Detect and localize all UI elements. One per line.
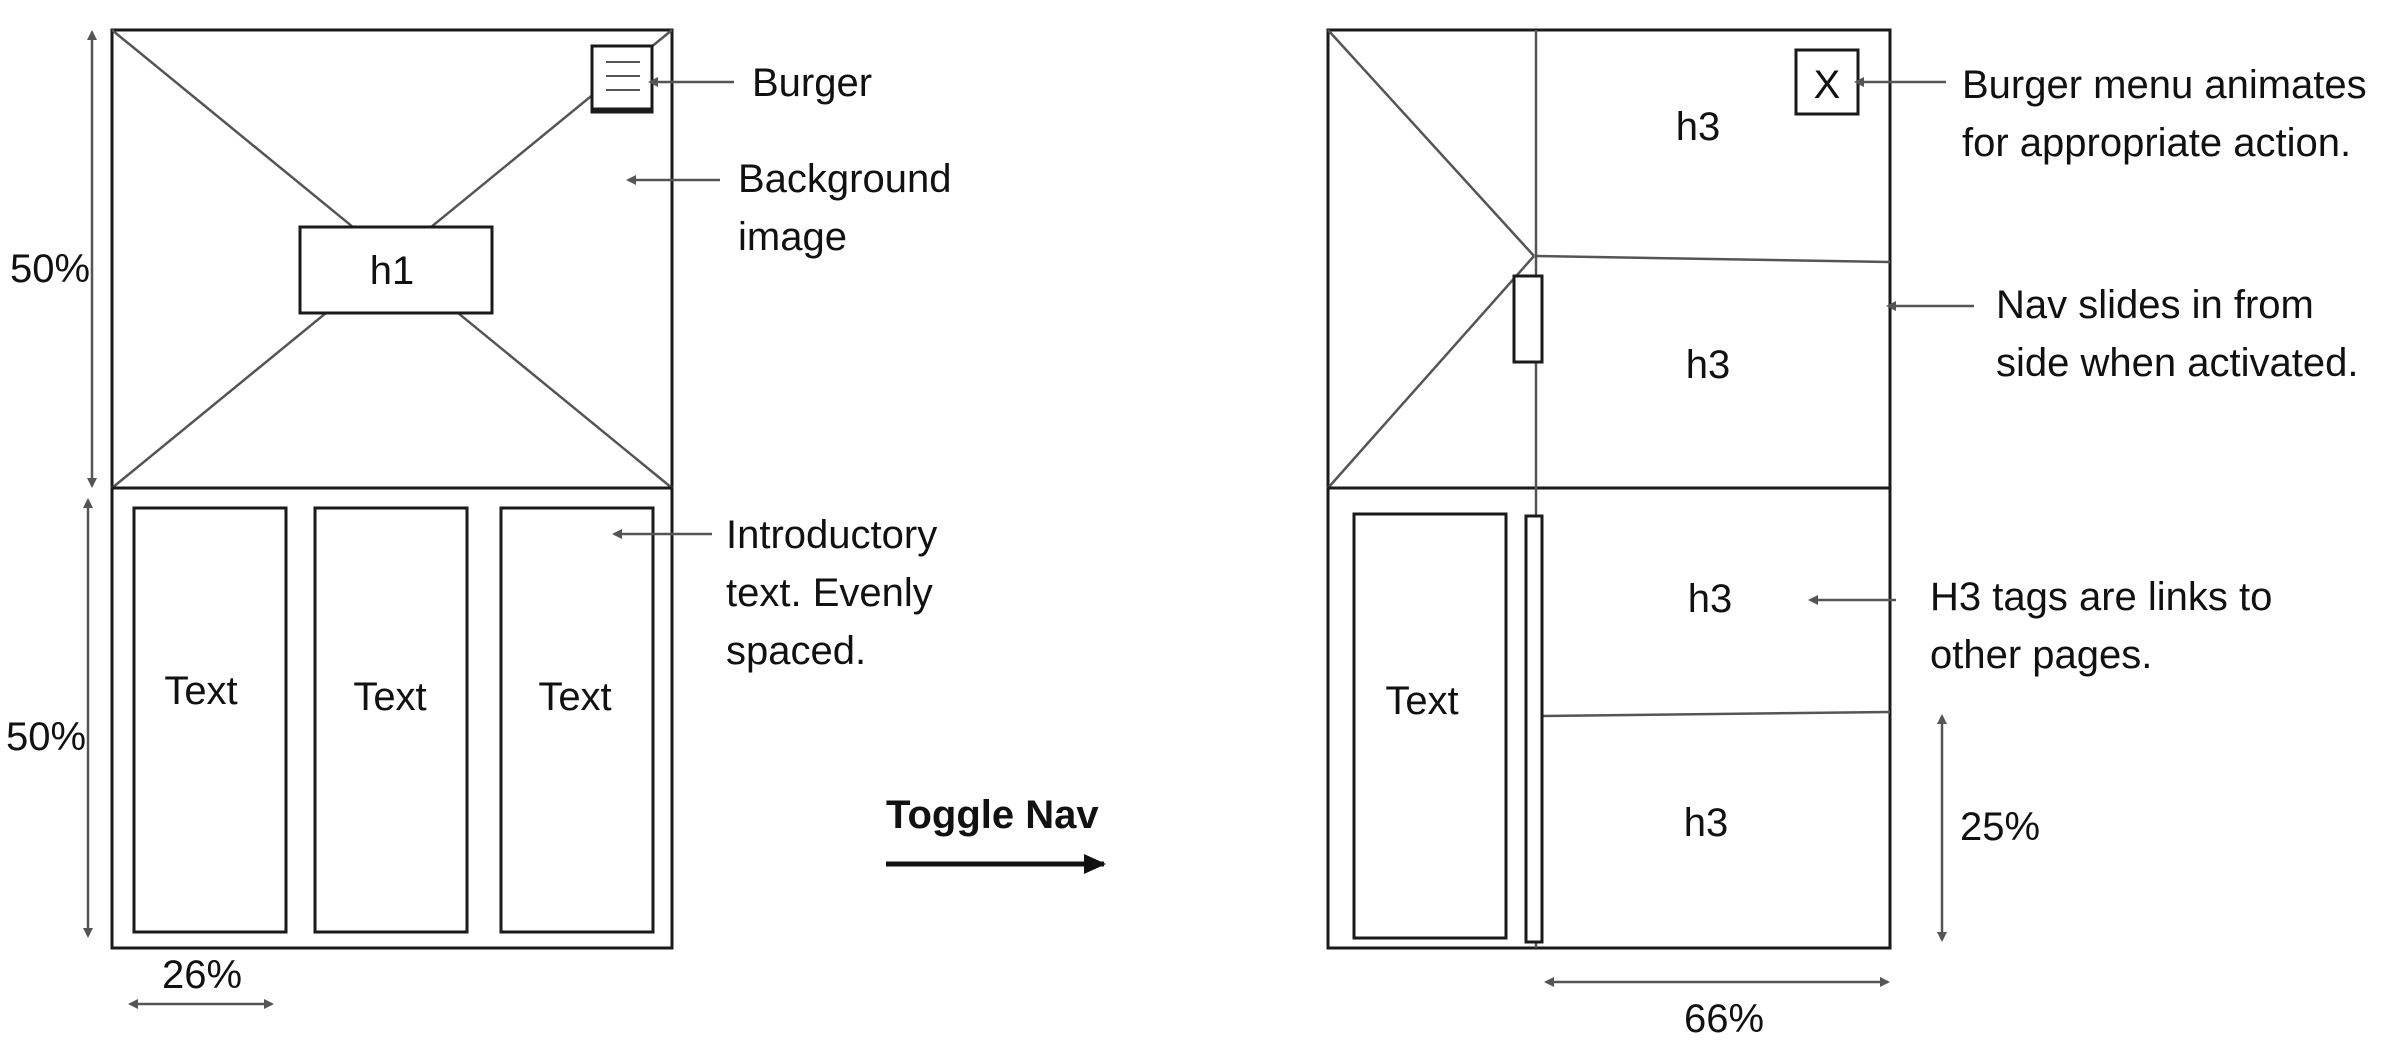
nav-link-h3[interactable]: h3 xyxy=(1686,343,1731,387)
text-column xyxy=(132,506,288,934)
dimension-markers: 50% 50% 26% xyxy=(6,30,274,1009)
annotation-h3-links-line1: H3 tags are links to xyxy=(1930,575,2272,619)
annotation-nav-slide-line1: Nav slides in from xyxy=(1996,283,2314,327)
text-column xyxy=(1352,512,1508,940)
toggle-nav-label: Toggle Nav xyxy=(886,793,1099,837)
annotation-burger-anim-line1: Burger menu animates xyxy=(1962,63,2367,107)
toggle-nav-arrow: Toggle Nav xyxy=(886,793,1106,874)
right-wireframe: h3 h3 h3 h3 X Text 25% 66% Burger menu a… xyxy=(1326,28,2367,1041)
annotation-intro-line2: text. Evenly xyxy=(726,571,933,615)
text-column-label: Text xyxy=(1385,679,1458,723)
text-columns: Text Text Text xyxy=(132,506,655,934)
h1-box xyxy=(298,225,494,315)
nav-link-h3[interactable]: h3 xyxy=(1684,801,1729,845)
right-dimension-markers: 25% 66% xyxy=(1544,714,2040,1041)
dim-top-label: 50% xyxy=(10,247,90,291)
annotation-burger: Burger xyxy=(752,61,872,105)
nav-drag-handle[interactable] xyxy=(1512,274,1544,364)
annotation-nav-slide-line2: side when activated. xyxy=(1996,341,2358,385)
annotation-intro-line1: Introductory xyxy=(726,513,937,557)
nav-link-h3[interactable]: h3 xyxy=(1676,105,1721,149)
annotation-background-line1: Background xyxy=(738,157,951,201)
nav-link-h3[interactable]: h3 xyxy=(1688,577,1733,621)
text-column-label: Text xyxy=(538,675,611,719)
left-wireframe: h1 Text Text Text 50% 50% 26% xyxy=(6,28,951,1009)
dim-bottom-label: 50% xyxy=(6,715,86,759)
close-glyph: X xyxy=(1814,63,1841,107)
annotation-burger-anim-line2: for appropriate action. xyxy=(1962,121,2351,165)
hero-section-partial xyxy=(1327,29,1890,490)
right-annotations: Burger menu animates for appropriate act… xyxy=(1808,63,2367,677)
text-column-label: Text xyxy=(164,669,237,713)
annotation-h3-links-line2: other pages. xyxy=(1930,633,2152,677)
dim-nav-label: 66% xyxy=(1684,997,1764,1041)
text-column-label: Text xyxy=(353,675,426,719)
text-column xyxy=(499,506,655,934)
burger-icon[interactable] xyxy=(590,44,654,114)
hero-section: h1 xyxy=(111,29,673,490)
nav-edge-bar xyxy=(1524,514,1544,944)
close-icon[interactable]: X xyxy=(1794,48,1860,116)
h1-label: h1 xyxy=(370,249,415,293)
dim-link-label: 25% xyxy=(1960,805,2040,849)
annotation-background-line2: image xyxy=(738,215,847,259)
dim-column-label: 26% xyxy=(162,953,242,997)
nav-panel: h3 h3 h3 h3 xyxy=(1512,30,1891,948)
annotation-intro-line3: spaced. xyxy=(726,629,866,673)
left-annotations: Burger Background image Introductory tex… xyxy=(612,61,951,673)
text-column xyxy=(313,506,469,934)
